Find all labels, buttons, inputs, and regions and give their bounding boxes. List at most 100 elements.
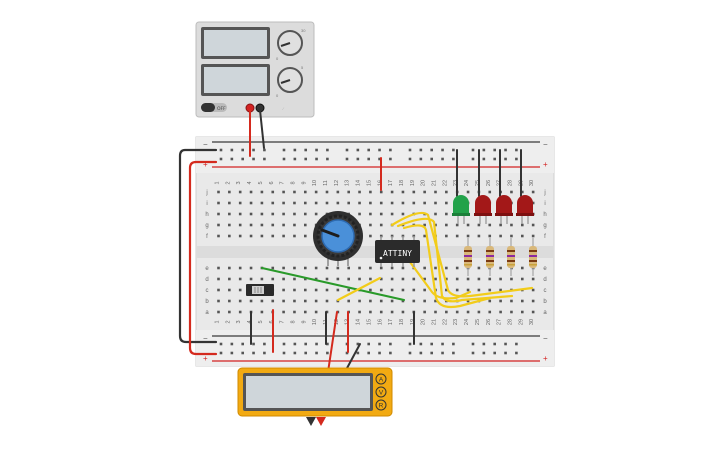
breadboard-hole[interactable]: [369, 299, 372, 303]
wire-yellow-2[interactable]: [396, 217, 514, 303]
breadboard-hole[interactable]: [471, 342, 475, 346]
breadboard-hole[interactable]: [390, 277, 394, 281]
breadboard-hole[interactable]: [293, 234, 296, 238]
breadboard-hole[interactable]: [249, 234, 253, 238]
breadboard-hole[interactable]: [358, 201, 361, 205]
breadboard-hole[interactable]: [230, 157, 234, 161]
breadboard-hole[interactable]: [293, 223, 296, 227]
breadboard-hole[interactable]: [314, 212, 318, 216]
breadboard-hole[interactable]: [260, 299, 264, 303]
breadboard-hole[interactable]: [304, 342, 307, 346]
breadboard-hole[interactable]: [466, 223, 470, 227]
breadboard-hole[interactable]: [452, 157, 455, 161]
breadboard-hole[interactable]: [423, 288, 426, 292]
breadboard-hole[interactable]: [304, 223, 307, 227]
breadboard-hole[interactable]: [315, 351, 318, 355]
breadboard-hole[interactable]: [282, 351, 286, 355]
breadboard-hole[interactable]: [390, 212, 394, 216]
breadboard-hole[interactable]: [271, 201, 275, 205]
breadboard-hole[interactable]: [260, 190, 264, 194]
breadboard-hole[interactable]: [423, 234, 426, 238]
breadboard-hole[interactable]: [455, 234, 459, 238]
breadboard-hole[interactable]: [412, 201, 416, 205]
breadboard-hole[interactable]: [217, 201, 220, 205]
breadboard-hole[interactable]: [390, 266, 394, 270]
breadboard-hole[interactable]: [423, 190, 426, 194]
breadboard-hole[interactable]: [419, 148, 423, 152]
breadboard-hole[interactable]: [488, 310, 492, 314]
breadboard-hole[interactable]: [217, 223, 220, 227]
breadboard-hole[interactable]: [499, 234, 502, 238]
breadboard-hole[interactable]: [521, 310, 524, 314]
breadboard-hole[interactable]: [389, 351, 392, 355]
breadboard-hole[interactable]: [434, 201, 437, 205]
breadboard-hole[interactable]: [336, 190, 340, 194]
breadboard-hole[interactable]: [423, 277, 426, 281]
breadboard-hole[interactable]: [504, 351, 507, 355]
probe-red-plug[interactable]: [316, 417, 326, 426]
breadboard-hole[interactable]: [423, 310, 426, 314]
led-red-1[interactable]: [474, 195, 492, 224]
breadboard-hole[interactable]: [390, 190, 394, 194]
breadboard-hole[interactable]: [521, 223, 524, 227]
breadboard-hole[interactable]: [369, 288, 372, 292]
breadboard-hole[interactable]: [260, 212, 264, 216]
breadboard-hole[interactable]: [345, 351, 349, 355]
breadboard-hole[interactable]: [282, 342, 286, 346]
breadboard-hole[interactable]: [271, 223, 275, 227]
multimeter-mode-v[interactable]: V: [375, 386, 387, 398]
breadboard-hole[interactable]: [336, 288, 340, 292]
potentiometer[interactable]: [313, 211, 363, 266]
breadboard-hole[interactable]: [315, 157, 318, 161]
breadboard-hole[interactable]: [282, 288, 285, 292]
breadboard-hole[interactable]: [515, 157, 518, 161]
breadboard-hole[interactable]: [531, 277, 535, 281]
breadboard-hole[interactable]: [434, 310, 437, 314]
breadboard-hole[interactable]: [238, 201, 242, 205]
resistor-1[interactable]: [464, 238, 472, 276]
breadboard-hole[interactable]: [326, 157, 329, 161]
breadboard-hole[interactable]: [238, 234, 242, 238]
breadboard-hole[interactable]: [314, 201, 318, 205]
breadboard-hole[interactable]: [304, 201, 307, 205]
breadboard-hole[interactable]: [358, 299, 361, 303]
slide-switch[interactable]: [246, 284, 274, 296]
breadboard-hole[interactable]: [293, 157, 297, 161]
breadboard-hole[interactable]: [488, 234, 492, 238]
breadboard-hole[interactable]: [325, 288, 329, 292]
led-red-3[interactable]: [516, 195, 534, 224]
breadboard-hole[interactable]: [471, 157, 475, 161]
breadboard-hole[interactable]: [521, 234, 524, 238]
breadboard-hole[interactable]: [282, 201, 285, 205]
breadboard-hole[interactable]: [260, 277, 264, 281]
led-red-2[interactable]: [495, 195, 513, 224]
breadboard-hole[interactable]: [378, 351, 381, 355]
breadboard-hole[interactable]: [504, 157, 507, 161]
breadboard-hole[interactable]: [369, 234, 372, 238]
breadboard-hole[interactable]: [228, 266, 231, 270]
breadboard-hole[interactable]: [455, 223, 459, 227]
breadboard-hole[interactable]: [263, 148, 266, 152]
breadboard-hole[interactable]: [228, 223, 231, 227]
breadboard-hole[interactable]: [238, 212, 242, 216]
breadboard-hole[interactable]: [499, 266, 502, 270]
breadboard-hole[interactable]: [356, 148, 360, 152]
breadboard-hole[interactable]: [369, 212, 372, 216]
breadboard-hole[interactable]: [326, 342, 329, 346]
breadboard-hole[interactable]: [389, 148, 392, 152]
led-green[interactable]: [452, 195, 470, 224]
breadboard-hole[interactable]: [219, 342, 223, 346]
breadboard-hole[interactable]: [379, 299, 383, 303]
breadboard-hole[interactable]: [252, 351, 255, 355]
breadboard-hole[interactable]: [345, 157, 349, 161]
breadboard-hole[interactable]: [430, 157, 433, 161]
breadboard-hole[interactable]: [452, 351, 455, 355]
breadboard-hole[interactable]: [271, 277, 275, 281]
breadboard-hole[interactable]: [367, 148, 370, 152]
breadboard-hole[interactable]: [249, 212, 253, 216]
wire-green[interactable]: [261, 267, 405, 301]
breadboard-hole[interactable]: [441, 148, 444, 152]
breadboard-hole[interactable]: [493, 342, 496, 346]
wire-probe-red[interactable]: [327, 311, 338, 373]
breadboard-hole[interactable]: [241, 157, 244, 161]
